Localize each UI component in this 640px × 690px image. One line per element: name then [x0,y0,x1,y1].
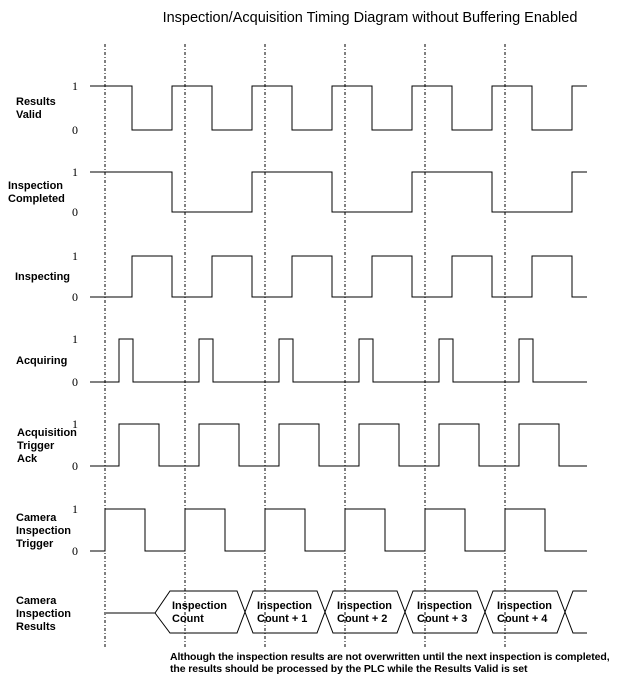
gridlines [104,44,506,648]
level-0-label-acquisition-trigger-ack: 0 [72,459,78,473]
signal-inspection-completed: 10 [72,165,587,219]
label-inspecting: Inspecting [15,271,71,283]
signal-acquiring: 10 [72,332,587,389]
footnote-line-1: Although the inspection results are not … [170,651,610,663]
footnote-line-2: the results should be processed by the P… [170,663,528,675]
level-0-label-inspection-completed: 0 [72,205,78,219]
level-1-label-acquiring: 1 [72,332,78,346]
signal-inspecting: 10 [72,249,587,304]
level-0-label-acquiring: 0 [72,375,78,389]
level-1-label-inspection-completed: 1 [72,165,78,179]
diagram-title: Inspection/Acquisition Timing Diagram wi… [162,10,578,26]
label-camera-inspection-results: Camera Inspection Results [16,595,72,633]
level-0-label-camera-inspection-trigger: 0 [72,544,78,558]
level-1-label-acquisition-trigger-ack: 1 [72,417,78,431]
signal-acquisition-trigger-ack: 10 [72,417,587,473]
bus-strand-top [154,590,587,634]
waveform-inspection-completed [90,171,587,213]
bus-strand-bottom [154,590,587,634]
waveform-results-valid [90,85,587,131]
label-inspection-completed: Inspection Completed [8,180,65,205]
label-camera-inspection-trigger: Camera Inspection Trigger [16,512,72,550]
waveform-camera-inspection-trigger [90,508,587,552]
footnote: Although the inspection results are not … [170,651,635,675]
waveform-acquiring [90,338,587,383]
level-1-label-camera-inspection-trigger: 1 [72,502,78,516]
level-1-label-results-valid: 1 [72,79,78,93]
level-0-label-results-valid: 0 [72,123,78,137]
signal-camera-inspection-trigger: 10 [72,502,587,558]
label-acquisition-trigger-ack: Acquisition Trigger Ack [17,427,77,465]
level-1-label-inspecting: 1 [72,249,78,263]
signal-results-valid: 10 [72,79,587,137]
waveform-inspecting [90,255,587,298]
label-results-valid: Results Valid [16,96,56,121]
level-0-label-inspecting: 0 [72,290,78,304]
waveform-acquisition-trigger-ack [90,423,587,467]
label-acquiring: Acquiring [16,355,68,367]
